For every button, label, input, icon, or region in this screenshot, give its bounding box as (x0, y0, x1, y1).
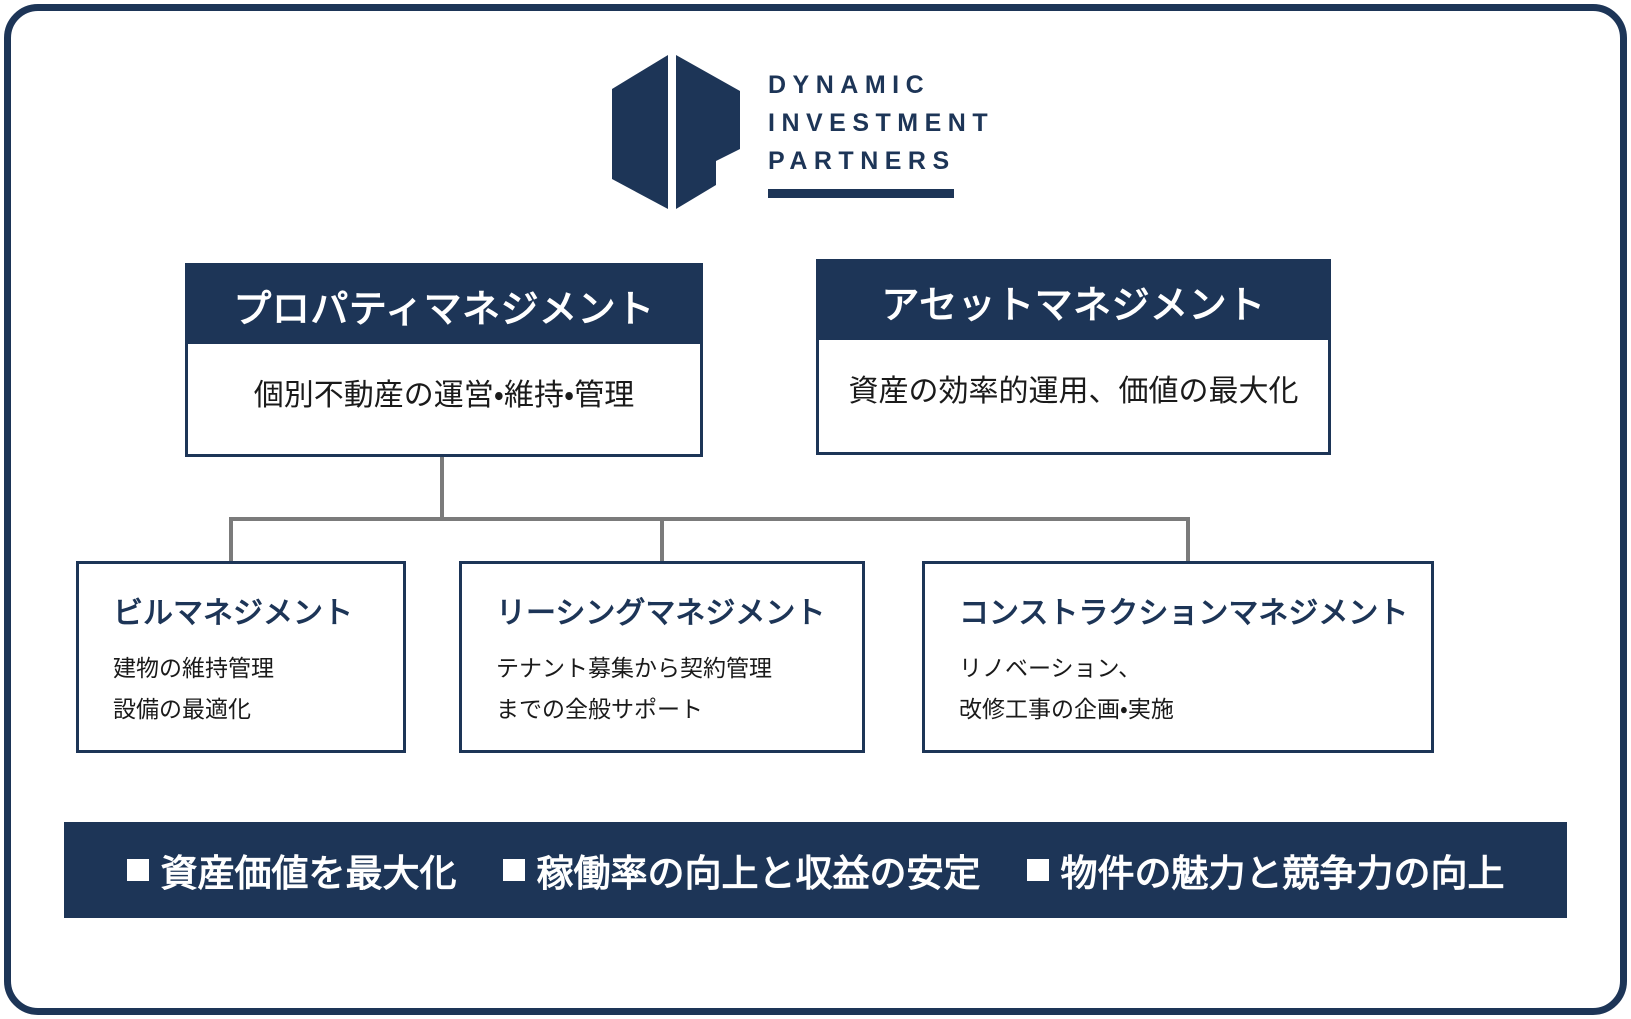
node-building-management-title: ビルマネジメント (113, 597, 353, 630)
node-building-management-line-1: 建物の維持管理 (113, 655, 274, 681)
node-asset-management: アセットマネジメント 資産の効率的運用、価値の最大化 (816, 259, 1331, 455)
benefit-item-1-label: 資産価値を最大化 (160, 853, 457, 894)
square-bullet-icon (1026, 859, 1049, 881)
node-construction-management-line-2: 改修工事の企画・実施 (959, 696, 1174, 722)
benefit-item-2-label: 稼働率の向上と収益の安定 (536, 853, 981, 894)
node-construction-management: コンストラクションマネジメント リノベーション、 改修工事の企画・実施 (922, 561, 1434, 753)
node-leasing-management: リーシングマネジメント テナント募集から契約管理 までの全般サポート (459, 561, 865, 753)
benefits-banner: 資産価値を最大化 稼働率の向上と収益の安定 物件の魅力と競争力の向上 (64, 822, 1567, 918)
benefit-item-3-label: 物件の魅力と競争力の向上 (1060, 853, 1505, 894)
connector-drop-leasing (660, 517, 664, 563)
hexagon-split-logo-icon (612, 55, 740, 209)
benefit-item-1: 資産価値を最大化 (126, 843, 457, 897)
node-property-management-title: プロパティマネジメント (188, 266, 700, 344)
node-leasing-management-line-2: までの全般サポート (496, 696, 703, 722)
brand-underline (768, 189, 954, 198)
node-leasing-management-line-1: テナント募集から契約管理 (496, 655, 772, 681)
node-building-management: ビルマネジメント 建物の維持管理 設備の最適化 (76, 561, 406, 753)
benefit-item-3: 物件の魅力と競争力の向上 (1026, 843, 1505, 897)
connector-horizontal-bus (229, 517, 1190, 521)
benefit-item-2: 稼働率の向上と収益の安定 (502, 843, 981, 897)
node-asset-management-description: 資産の効率的運用、価値の最大化 (848, 375, 1299, 408)
node-property-management-description: 個別不動産の運営・維持・管理 (253, 379, 635, 412)
node-leasing-management-title: リーシングマネジメント (496, 597, 826, 630)
brand-logo: DYNAMIC INVESTMENT PARTNERS (600, 52, 1000, 212)
square-bullet-icon (126, 859, 149, 881)
brand-wordmark: DYNAMIC INVESTMENT PARTNERS (768, 66, 994, 198)
node-construction-management-line-1: リノベーション、 (959, 655, 1142, 681)
node-building-management-line-2: 設備の最適化 (113, 696, 251, 722)
brand-line-1: DYNAMIC (768, 71, 931, 99)
square-bullet-icon (502, 859, 525, 881)
connector-drop-construction (1186, 517, 1190, 563)
brand-line-2: INVESTMENT (768, 109, 995, 137)
connector-trunk-vertical (440, 457, 444, 520)
connector-drop-building (229, 517, 233, 563)
node-construction-management-title: コンストラクションマネジメント (959, 597, 1409, 630)
brand-line-3: PARTNERS (768, 147, 956, 175)
node-asset-management-title: アセットマネジメント (819, 262, 1328, 340)
node-property-management: プロパティマネジメント 個別不動産の運営・維持・管理 (185, 263, 703, 457)
